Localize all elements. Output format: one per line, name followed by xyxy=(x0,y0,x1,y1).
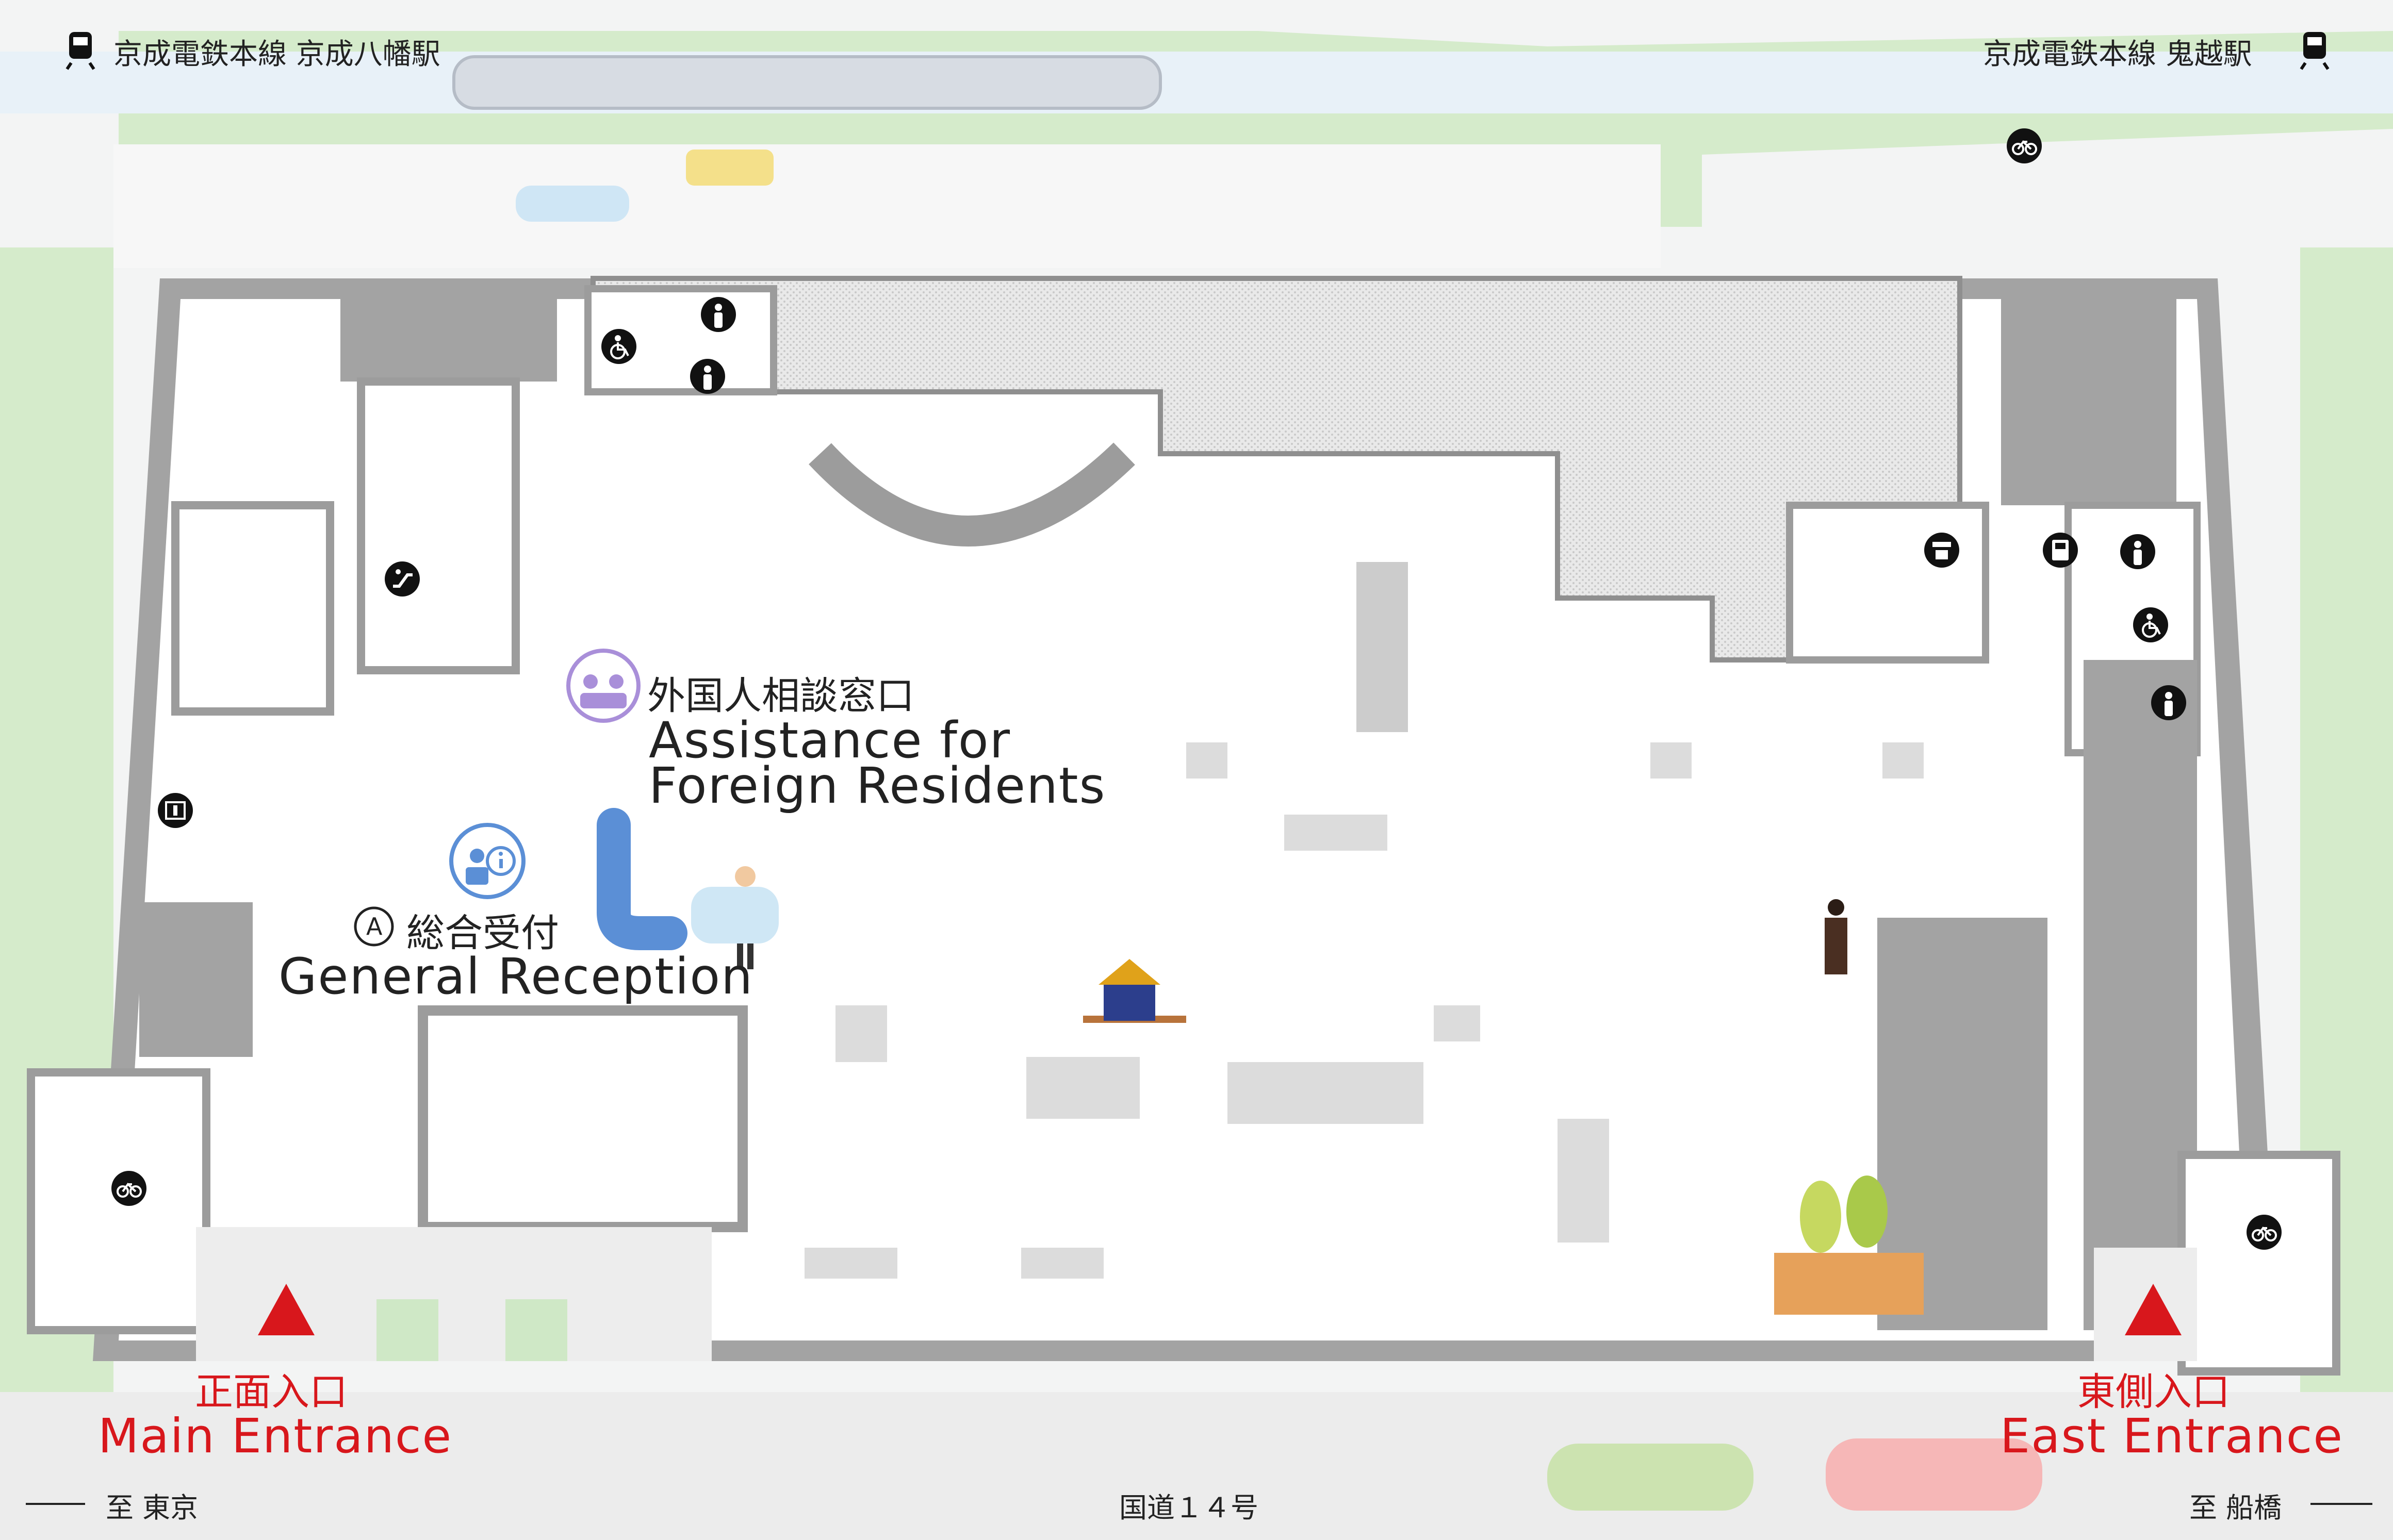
wall-room-sw xyxy=(139,902,253,1057)
escalator-icon xyxy=(385,561,420,597)
atm-icon xyxy=(1924,533,1959,568)
foreign-assistance-label-en-1: Assistance for xyxy=(649,711,1011,769)
reception-marker-circle xyxy=(354,906,394,947)
stair-center xyxy=(1356,562,1408,732)
bicycle-icon xyxy=(2246,1214,2283,1251)
vending-machine-icon xyxy=(2043,533,2078,568)
road-label-to-funabashi: 至 船橋 xyxy=(2189,1492,2282,1524)
planter-trees xyxy=(1774,1175,1924,1315)
main-entrance-opening xyxy=(196,1227,712,1361)
wheelchair-icon xyxy=(2132,606,2169,643)
bike-parking-east xyxy=(2177,1151,2340,1376)
main-entrance-label-en: Main Entrance xyxy=(98,1409,453,1464)
wall-room-south xyxy=(418,1005,748,1232)
car-blue xyxy=(516,186,629,222)
dining-tables xyxy=(805,742,1924,1279)
standing-person xyxy=(1825,899,1847,974)
rail-line xyxy=(0,52,2393,113)
wall-room-west xyxy=(171,501,334,716)
planter-2 xyxy=(505,1299,567,1361)
stair-shaft-west xyxy=(357,377,520,674)
station-label-west: 京成電鉄本線 京成八幡駅 xyxy=(113,38,440,71)
consultation-icon xyxy=(566,649,641,723)
wall-block-ne xyxy=(2001,278,2176,505)
bus-yellow xyxy=(686,150,774,186)
bicycle-icon xyxy=(110,1170,147,1207)
info-desk xyxy=(691,887,779,943)
road-label-route14: 国道１４号 xyxy=(1119,1492,1258,1524)
foreign-assistance-label-ja: 外国人相談窓口 xyxy=(647,674,914,718)
elevator-icon xyxy=(158,793,193,828)
road-label-to-tokyo: 至 東京 xyxy=(106,1492,199,1524)
station-label-east: 京成電鉄本線 鬼越駅 xyxy=(1983,38,2252,71)
east-entrance-arrow xyxy=(2125,1284,2182,1335)
wheelchair-icon xyxy=(600,328,637,365)
main-entrance-arrow xyxy=(258,1284,315,1335)
east-entrance-label-en: East Entrance xyxy=(2000,1409,2343,1464)
north-road xyxy=(113,144,1661,268)
train-icon xyxy=(2300,32,2330,70)
person-restroom-icon xyxy=(2120,534,2155,569)
car-pink xyxy=(1826,1438,2042,1511)
reception-marker: A xyxy=(366,913,383,940)
general-reception-label-ja: 総合受付 xyxy=(406,911,559,955)
foreign-assistance-label-en-2: Foreign Residents xyxy=(649,757,1106,815)
information-icon xyxy=(449,823,526,899)
general-reception-label-en: General Reception xyxy=(278,948,753,1005)
stage-arc xyxy=(809,442,1135,547)
service-room-east xyxy=(1786,502,1989,664)
reception-counter xyxy=(597,808,687,950)
car-green xyxy=(1547,1444,1753,1511)
main-entrance-label-ja: 正面入口 xyxy=(195,1370,348,1414)
train-car xyxy=(452,55,1162,110)
person-restroom-icon xyxy=(2151,685,2186,720)
person-restroom-icon xyxy=(701,297,736,332)
bicycle-icon xyxy=(2006,127,2043,164)
train-icon xyxy=(65,32,95,70)
planter-1 xyxy=(376,1299,438,1361)
east-entrance-label-ja: 東側入口 xyxy=(2077,1370,2230,1414)
wall-block-nw xyxy=(340,278,557,382)
mikoshi-shrine xyxy=(1083,959,1186,1023)
person-restroom-icon xyxy=(690,359,725,394)
